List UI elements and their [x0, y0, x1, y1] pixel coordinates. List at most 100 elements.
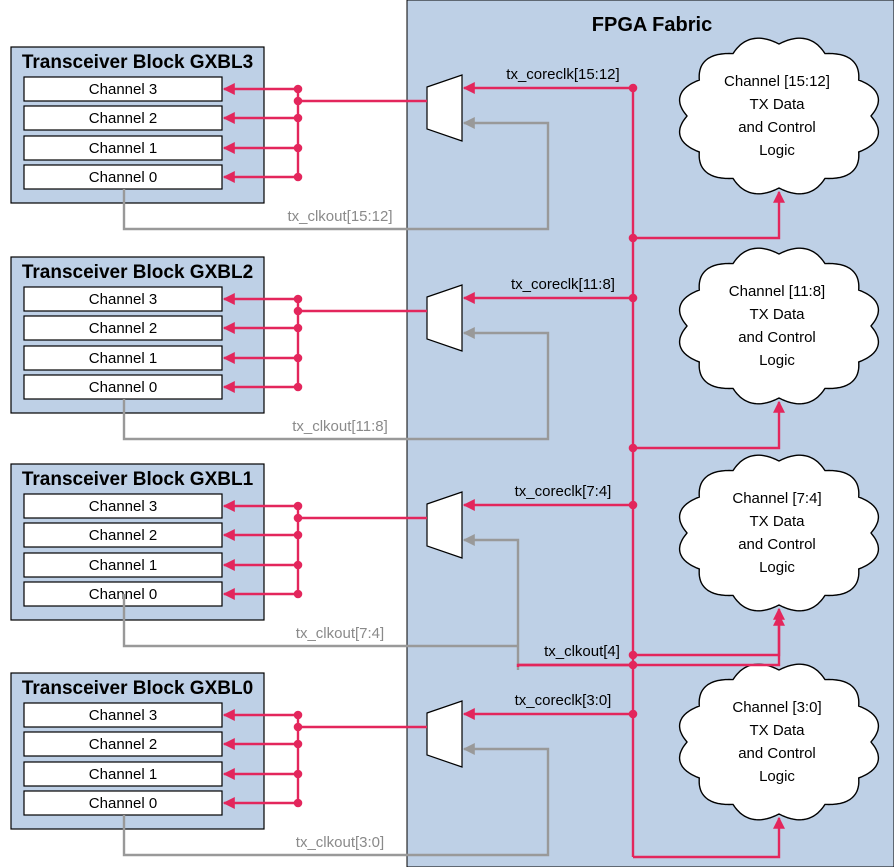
channel-box — [23, 374, 223, 400]
clkout-label: tx_clkout[11:8] — [292, 418, 388, 435]
clkout-label: tx_clkout[3:0] — [296, 834, 384, 851]
wire-junction-dot — [628, 500, 638, 510]
cloud-label-line: TX Data — [749, 513, 805, 530]
wire-junction-dot — [628, 83, 638, 93]
channel-box — [23, 135, 223, 161]
channel-label: Channel 3 — [89, 291, 157, 308]
wire-junction-dot — [293, 113, 303, 123]
wire-junction-dot — [293, 530, 303, 540]
cloud-label-line: Channel [3:0] — [732, 699, 821, 716]
wire-junction-dot — [293, 513, 303, 523]
coreclk-label: tx_coreclk[7:4] — [515, 483, 612, 500]
channel-label: Channel 2 — [89, 736, 157, 753]
cloud-label-line: and Control — [738, 745, 816, 762]
channel-box — [23, 761, 223, 787]
transceiver-block-title: Transceiver Block GXBL2 — [22, 262, 253, 283]
wire-junction-dot — [293, 306, 303, 316]
wire-junction-dot — [293, 143, 303, 153]
cloud-label-line: TX Data — [749, 96, 805, 113]
wire-junction-dot — [293, 739, 303, 749]
wire-junction-dot — [293, 96, 303, 106]
channel-label: Channel 3 — [89, 498, 157, 515]
clkout-loop-line — [122, 117, 550, 231]
clkout-loop-line — [122, 594, 518, 648]
wire-junction-dot — [293, 84, 303, 94]
wire-junction-dot — [628, 233, 638, 243]
channel-label: Channel 0 — [89, 169, 157, 186]
clkout-label: tx_clkout[15:12] — [287, 208, 392, 225]
wire-junction-dot — [293, 589, 303, 599]
tx-logic-cloud — [678, 454, 880, 612]
clkout-label: tx_clkout[7:4] — [296, 625, 384, 642]
cloud-label-line: Channel [15:12] — [724, 73, 830, 90]
cloud-label-line: and Control — [738, 536, 816, 553]
transceiver-block-title: Transceiver Block GXBL3 — [22, 52, 253, 73]
fabric-title: FPGA Fabric — [592, 14, 712, 36]
coreclk-label: tx_coreclk[11:8] — [511, 276, 615, 293]
tx-logic-cloud — [678, 663, 880, 821]
channel-box — [23, 522, 223, 548]
clkout-loop-line — [122, 327, 550, 441]
cloud-label-line: and Control — [738, 119, 816, 136]
cloud-label-line: Logic — [759, 352, 795, 369]
channel-label: Channel 2 — [89, 527, 157, 544]
cloud-label-line: TX Data — [749, 306, 805, 323]
channel-box — [23, 164, 223, 190]
shared-clkout-label: tx_clkout[4] — [544, 643, 620, 660]
channel-box — [23, 345, 223, 371]
transceiver-block-title: Transceiver Block GXBL1 — [22, 469, 254, 490]
tx-logic-cloud — [678, 247, 880, 405]
channel-box — [23, 105, 223, 131]
shared-clkout-gray-line — [462, 534, 520, 670]
channel-label: Channel 1 — [89, 350, 157, 367]
wire-junction-dot — [293, 798, 303, 808]
channel-box — [23, 76, 223, 102]
channel-label: Channel 3 — [89, 707, 157, 724]
channel-box — [23, 315, 223, 341]
wire-junction-dot — [628, 650, 638, 660]
channel-box — [23, 552, 223, 578]
clock-mux — [426, 491, 463, 559]
coreclk-label: tx_coreclk[15:12] — [506, 66, 619, 83]
wire-junction-dot — [293, 501, 303, 511]
clkout-loop-line — [122, 743, 550, 857]
channel-box — [23, 286, 223, 312]
channel-box — [23, 493, 223, 519]
channel-label: Channel 2 — [89, 110, 157, 127]
wire-junction-dot — [628, 709, 638, 719]
channel-box — [23, 702, 223, 728]
channel-label: Channel 0 — [89, 379, 157, 396]
cloud-clock-feed-line — [633, 816, 785, 859]
wire-junction-dot — [293, 560, 303, 570]
cloud-clock-feed-line — [633, 400, 785, 450]
wire-junction-dot — [293, 294, 303, 304]
wire-junction-dot — [293, 722, 303, 732]
channel-label: Channel 2 — [89, 320, 157, 337]
channel-label: Channel 1 — [89, 557, 157, 574]
channel-label: Channel 3 — [89, 81, 157, 98]
wire-junction-dot — [628, 660, 638, 670]
transceiver-block-title: Transceiver Block GXBL0 — [22, 678, 253, 699]
cloud-label-line: Logic — [759, 142, 795, 159]
coreclk-label: tx_coreclk[3:0] — [515, 692, 612, 709]
cloud-label-line: Logic — [759, 768, 795, 785]
cloud-clock-feed-line — [633, 190, 785, 240]
cloud-label-line: Channel [7:4] — [732, 490, 821, 507]
cloud-label-line: and Control — [738, 329, 816, 346]
cloud-label-line: TX Data — [749, 722, 805, 739]
channel-label: Channel 1 — [89, 140, 157, 157]
wire-junction-dot — [293, 323, 303, 333]
wire-junction-dot — [293, 382, 303, 392]
wire-junction-dot — [628, 443, 638, 453]
tx-logic-cloud — [678, 37, 880, 195]
clock-mux — [426, 284, 463, 352]
cloud-label-line: Channel [11:8] — [729, 283, 825, 300]
wire-junction-dot — [628, 293, 638, 303]
wire-junction-dot — [293, 710, 303, 720]
channel-label: Channel 0 — [89, 795, 157, 812]
